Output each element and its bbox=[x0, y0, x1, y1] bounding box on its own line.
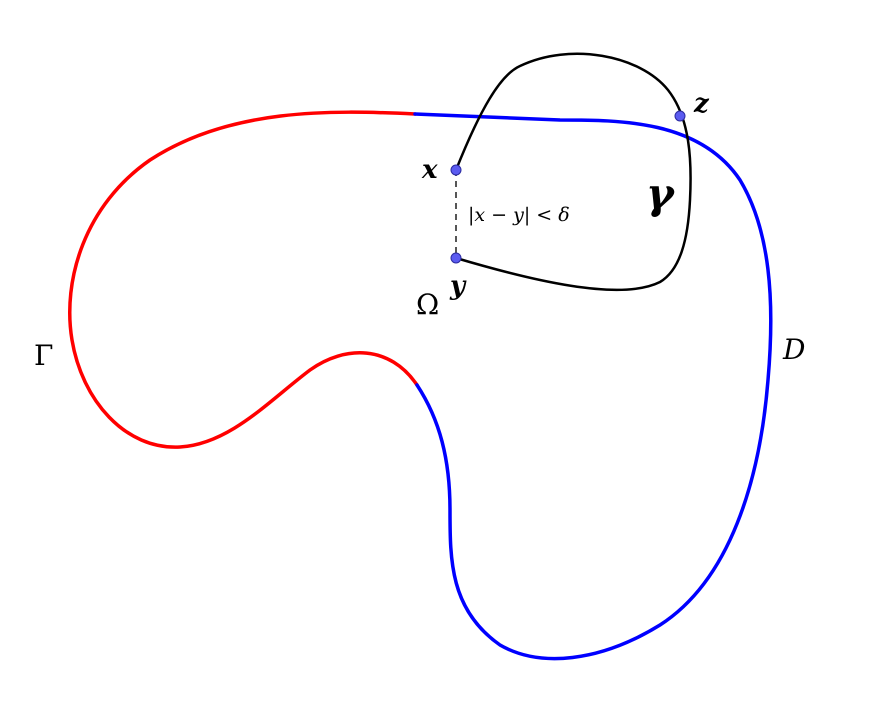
label-Gamma: Γ bbox=[34, 339, 53, 372]
point-y bbox=[450, 252, 462, 264]
gamma-boundary-arc bbox=[68, 110, 419, 449]
domain-boundary-arc bbox=[413, 112, 773, 661]
label-y: y bbox=[449, 271, 467, 301]
label-x: x bbox=[421, 155, 438, 185]
label-gamma: γ bbox=[646, 169, 676, 218]
gamma-path bbox=[454, 52, 692, 292]
point-z bbox=[674, 110, 686, 122]
point-x bbox=[450, 164, 462, 176]
label-Omega: Ω bbox=[416, 288, 439, 321]
label-distance: |x − y| < δ bbox=[468, 204, 570, 226]
label-z: z bbox=[693, 89, 710, 119]
label-D: D bbox=[782, 333, 805, 366]
